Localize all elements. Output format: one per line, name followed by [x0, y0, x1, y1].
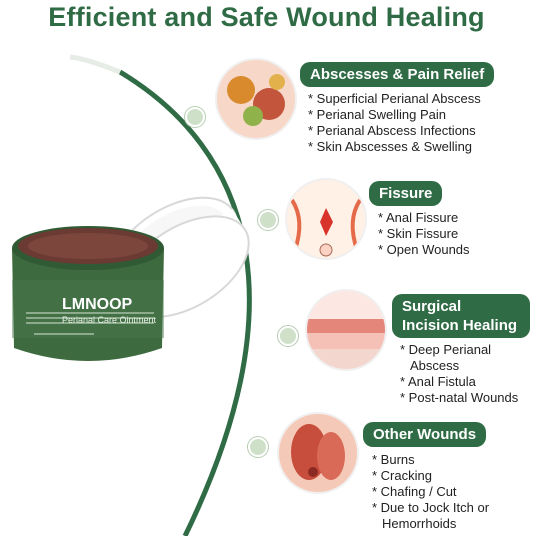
list-item: Post-natal Wounds: [400, 390, 530, 406]
section-list-fissure: Anal Fissure Skin Fissure Open Wounds: [378, 210, 528, 258]
incision-illustration-image: [305, 289, 387, 371]
list-item: Open Wounds: [378, 242, 528, 258]
abscess-illustration-image: [215, 58, 297, 140]
list-item: Skin Fissure: [378, 226, 528, 242]
timeline-dot: [185, 107, 205, 127]
product-subtitle: Perianal Care Ointment: [62, 315, 157, 325]
other-wounds-illustration-image: [277, 412, 359, 494]
list-item: Anal Fissure: [378, 210, 528, 226]
list-item: Chafing / Cut: [372, 484, 522, 500]
product-brand: LMNOOP: [62, 296, 133, 313]
product-jar-image: [12, 196, 250, 361]
timeline-dot: [278, 326, 298, 346]
section-heading-fissure: Fissure: [369, 181, 443, 206]
section-list-other: Burns Cracking Chafing / Cut Due to Jock…: [372, 452, 522, 532]
list-item: Burns: [372, 452, 522, 468]
section-heading-incision: Surgical Incision Healing: [392, 294, 530, 338]
list-item: Anal Fistula: [400, 374, 530, 390]
list-item: Cracking: [372, 468, 522, 484]
list-item: Perianal Swelling Pain: [308, 107, 528, 123]
page-title: Efficient and Safe Wound Healing: [48, 2, 485, 32]
list-item: Skin Abscesses & Swelling: [308, 139, 528, 155]
list-item: Due to Jock Itch or Hemorrhoids: [372, 500, 522, 532]
section-list-incision: Deep Perianal Abscess Anal Fistula Post-…: [400, 342, 530, 406]
list-item: Superficial Perianal Abscess: [308, 91, 528, 107]
timeline-dot: [258, 210, 278, 230]
section-heading-other: Other Wounds: [363, 422, 487, 447]
timeline-dot: [248, 437, 268, 457]
section-list-abscesses: Superficial Perianal Abscess Perianal Sw…: [308, 91, 528, 155]
list-item: Perianal Abscess Infections: [308, 123, 528, 139]
fissure-illustration-image: [285, 178, 367, 260]
section-heading-abscesses: Abscesses & Pain Relief: [300, 62, 495, 87]
list-item: Deep Perianal Abscess: [400, 342, 530, 374]
